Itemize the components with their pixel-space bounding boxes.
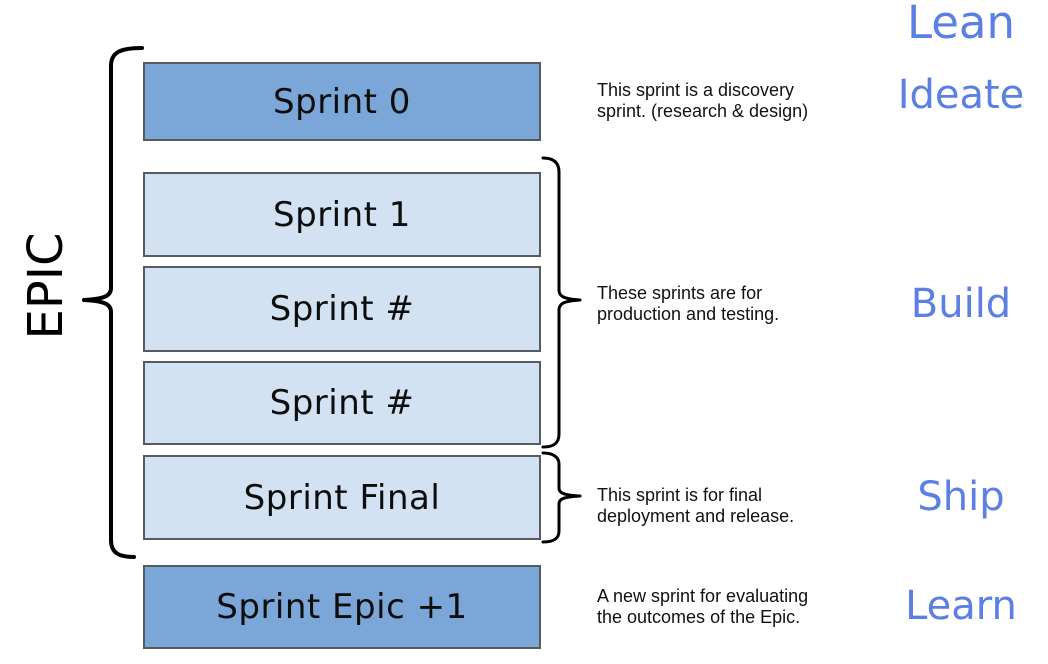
build-bracket	[541, 156, 582, 449]
description-build: These sprints are for production and tes…	[597, 283, 897, 325]
description-line: sprint. (research & design)	[597, 101, 809, 121]
description-line: These sprints are for	[597, 283, 763, 303]
description-line: This sprint is for final	[597, 485, 763, 505]
sprint-box-hash-a: Sprint #	[143, 266, 541, 352]
sprint-box-final: Sprint Final	[143, 455, 541, 540]
description-line: This sprint is a discovery	[597, 80, 795, 100]
phase-label-learn: Learn	[905, 583, 1017, 629]
methodology-title: Lean	[906, 0, 1016, 49]
epic-label: EPIC	[18, 232, 74, 340]
sprint-box-0: Sprint 0	[143, 62, 541, 141]
sprint-box-epic-plus-1: Sprint Epic +1	[143, 565, 541, 649]
phase-label-ship: Ship	[917, 474, 1005, 520]
description-ship: This sprint is for final deployment and …	[597, 485, 897, 527]
epic-bracket	[82, 46, 144, 559]
phase-label-build: Build	[910, 281, 1012, 327]
description-learn: A new sprint for evaluating the outcomes…	[597, 586, 897, 628]
sprint-box-hash-b: Sprint #	[143, 361, 541, 445]
description-line: deployment and release.	[597, 506, 795, 526]
phase-label-ideate: Ideate	[897, 72, 1025, 118]
ship-bracket	[541, 451, 582, 544]
description-ideate: This sprint is a discovery sprint. (rese…	[597, 80, 897, 122]
sprint-box-1: Sprint 1	[143, 172, 541, 257]
description-line: production and testing.	[597, 304, 780, 324]
description-line: A new sprint for evaluating	[597, 586, 809, 606]
description-line: the outcomes of the Epic.	[597, 607, 801, 627]
